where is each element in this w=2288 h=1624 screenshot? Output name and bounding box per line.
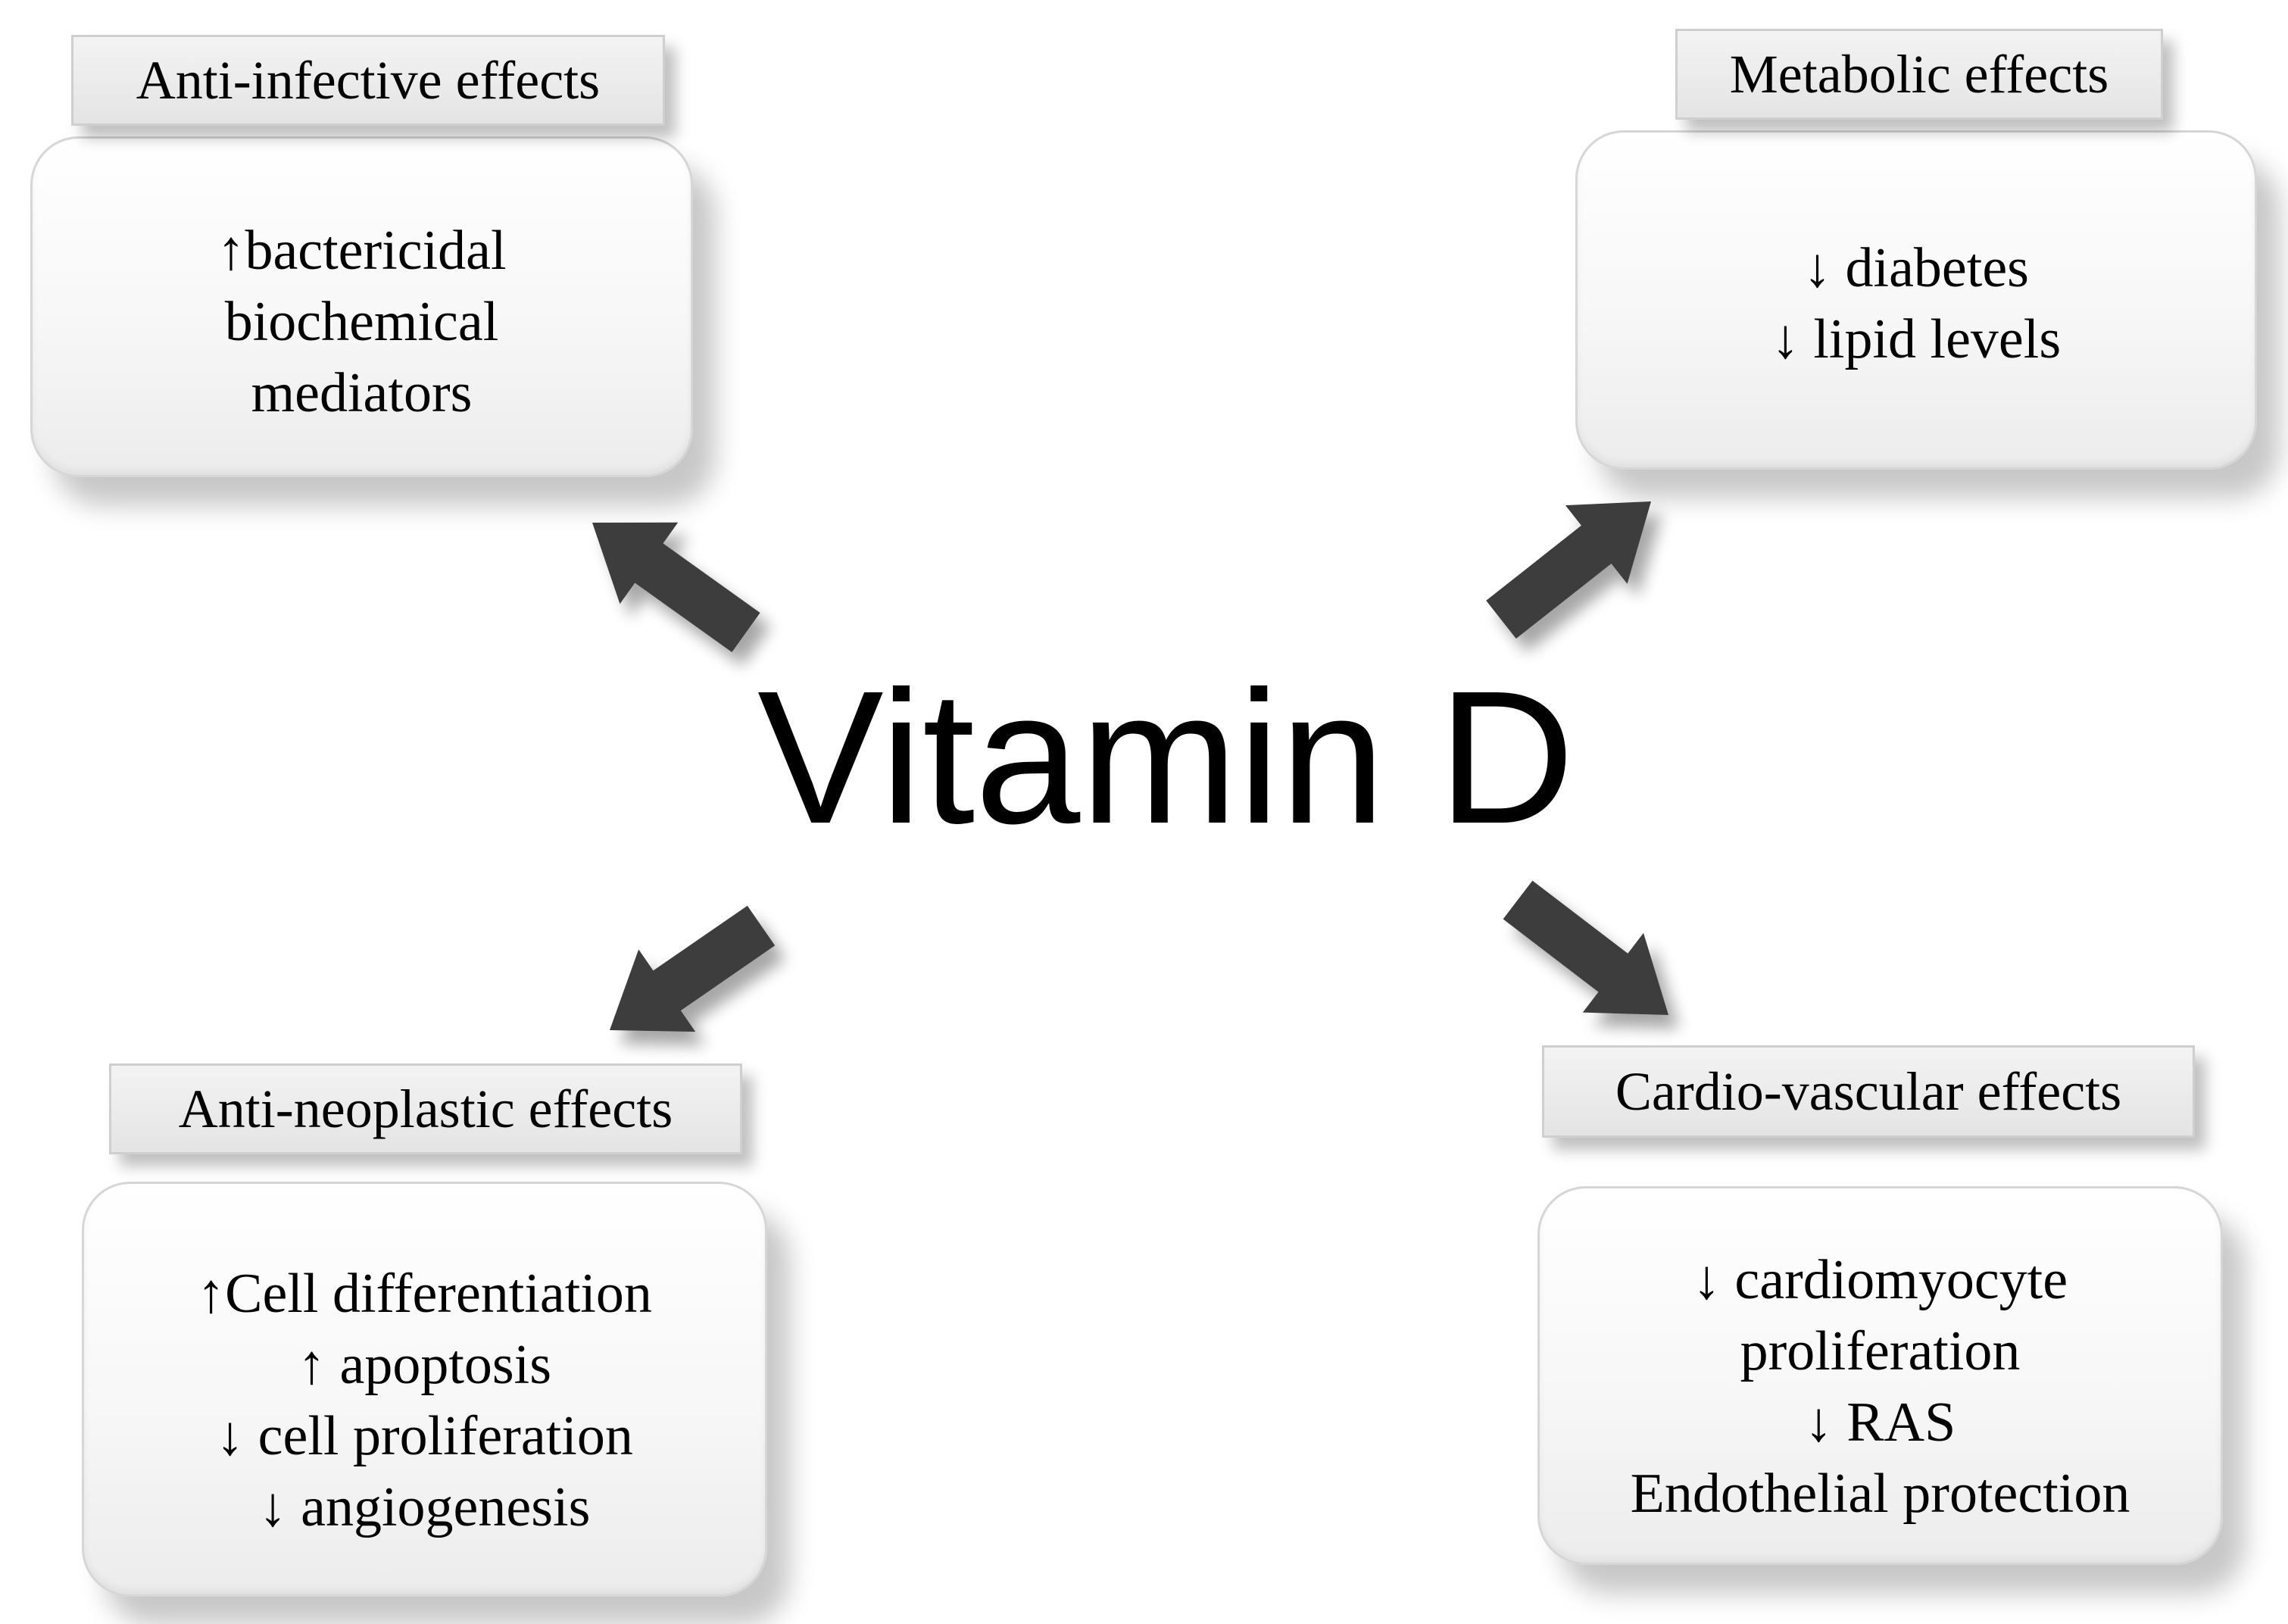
anti-neoplastic-line-2: ↑ apoptosis — [297, 1334, 552, 1396]
metabolic-label: Metabolic effects — [1675, 29, 2163, 120]
anti-infective-line-2: biochemical — [224, 291, 499, 353]
arrow-to-anti-infective — [592, 522, 760, 652]
arrow-to-anti-neoplastic — [610, 905, 776, 1032]
metabolic-line-1: ↓ diabetes — [1803, 237, 2029, 299]
arrow-to-cardio-vascular — [1503, 880, 1668, 1015]
cardio-vascular-line-4: Endothelial protection — [1630, 1463, 2130, 1525]
metabolic-box: ↓ diabetes ↓ lipid levels — [1575, 130, 2257, 470]
metabolic-line-2: ↓ lipid levels — [1771, 308, 2062, 370]
anti-neoplastic-line-1: ↑Cell differentiation — [197, 1263, 652, 1325]
anti-infective-box: ↑bactericidal biochemical mediators — [30, 136, 693, 477]
anti-neoplastic-line-3: ↓ cell proliferation — [216, 1405, 633, 1467]
anti-infective-line-3: mediators — [251, 362, 473, 424]
cardio-vascular-line-2: proliferation — [1740, 1320, 2021, 1382]
anti-neoplastic-label: Anti-neoplastic effects — [109, 1063, 742, 1154]
arrow-to-metabolic — [1486, 501, 1651, 639]
anti-infective-label: Anti-infective effects — [71, 35, 665, 126]
cardio-vascular-box: ↓ cardiomyocyte proliferation ↓ RAS Endo… — [1537, 1186, 2223, 1565]
anti-infective-line-1: ↑bactericidal — [217, 220, 507, 282]
cardio-vascular-label: Cardio-vascular effects — [1542, 1045, 2195, 1138]
vitamin-d-title: Vitamin D — [757, 651, 1575, 863]
cardio-vascular-line-3: ↓ RAS — [1804, 1391, 1956, 1454]
anti-neoplastic-box: ↑Cell differentiation ↑ apoptosis ↓ cell… — [82, 1182, 767, 1597]
cardio-vascular-line-1: ↓ cardiomyocyte — [1692, 1249, 2068, 1311]
anti-neoplastic-line-4: ↓ angiogenesis — [258, 1476, 591, 1538]
